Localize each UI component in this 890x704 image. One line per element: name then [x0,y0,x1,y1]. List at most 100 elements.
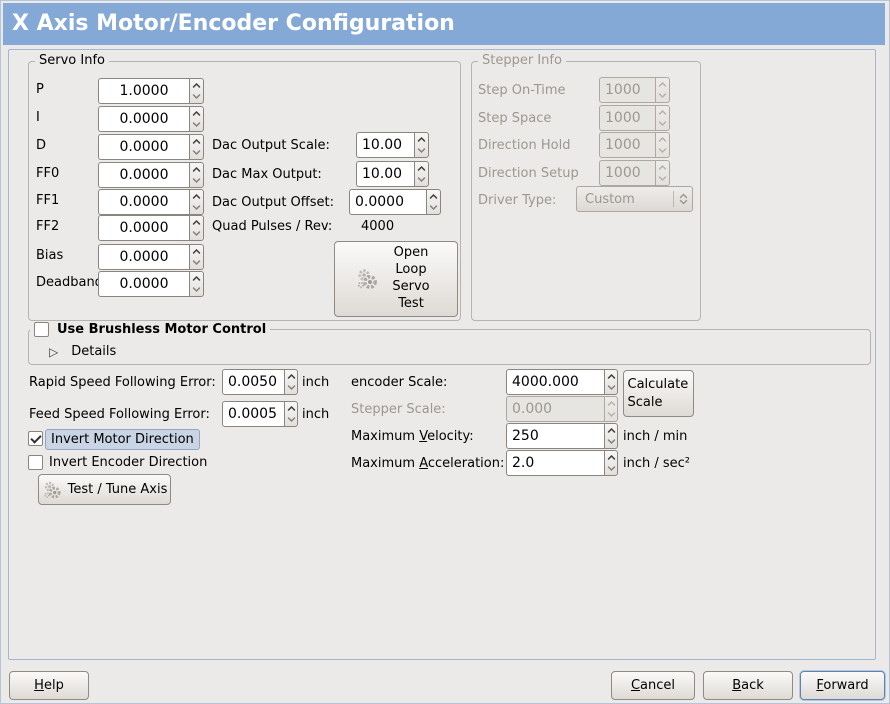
quad-pulses-label: Quad Pulses / Rev: [212,219,333,234]
direction-setup-input [599,160,655,186]
deadband-input[interactable] [98,271,189,297]
servo-info-frame-label: Servo Info [35,53,109,68]
invert-encoder-direction-checkbox[interactable] [28,455,43,470]
dac-output-offset-label: Dac Output Offset: [212,195,334,210]
back-button[interactable]: Back [703,671,793,700]
feed-following-error-input[interactable] [222,401,284,427]
feed-following-error-spinbox[interactable] [222,401,298,427]
direction-hold-input [599,132,655,158]
encoder-scale-input[interactable] [506,369,604,395]
ff1-label: FF1 [36,193,60,208]
d-spinbox[interactable] [98,134,204,160]
p-input[interactable] [98,78,189,104]
dac-max-output-spin-buttons[interactable] [414,161,429,187]
test-tune-axis-button[interactable]: Test / Tune Axis [38,474,171,505]
step-space-spin-buttons [655,105,670,131]
invert-motor-direction-label[interactable]: Invert Motor Direction [45,429,200,450]
feed-following-error-label: Feed Speed Following Error: [29,407,210,422]
feed-following-error-unit: inch [302,407,330,422]
invert-motor-direction-checkbox[interactable] [28,431,43,446]
maximum-acceleration-input[interactable] [506,450,604,476]
dac-output-scale-spinbox[interactable] [356,132,429,158]
maximum-acceleration-spinbox[interactable] [506,450,618,476]
stepper-scale-spinbox [506,396,618,422]
ff1-spinbox[interactable] [98,189,204,215]
ff1-spin-buttons[interactable] [189,189,204,215]
step-on-time-spinbox [599,77,670,103]
d-spin-buttons[interactable] [189,134,204,160]
direction-setup-spinbox [599,160,670,186]
rapid-following-error-input[interactable] [222,369,284,395]
driver-type-label: Driver Type: [478,193,557,208]
step-space-label: Step Space [478,111,552,126]
cancel-button[interactable]: Cancel [611,671,695,700]
i-spinbox[interactable] [98,106,204,132]
deadband-spinbox[interactable] [98,271,204,297]
help-button-label: Help [34,678,64,693]
i-input[interactable] [98,106,189,132]
encoder-scale-spinbox[interactable] [506,369,618,395]
brushless-frame [28,329,871,365]
rapid-following-error-label: Rapid Speed Following Error: [29,375,216,390]
open-loop-servo-test-button[interactable]: Open Loop Servo Test [334,241,458,317]
step-on-time-input [599,77,655,103]
calculate-scale-button[interactable]: Calculate Scale [623,370,694,417]
deadband-spin-buttons[interactable] [189,271,204,297]
open-loop-servo-test-label: Open Loop Servo Test [392,245,430,311]
rapid-following-error-unit: inch [302,375,330,390]
dac-output-scale-input[interactable] [356,132,414,158]
ff2-spin-buttons[interactable] [189,215,204,241]
content-panel [8,49,876,660]
step-on-time-spin-buttons [655,77,670,103]
gears-icon [43,481,61,498]
forward-button-label: Forward [816,678,869,693]
ff1-input[interactable] [98,189,189,215]
ff2-input[interactable] [98,215,189,241]
maximum-velocity-spin-buttons[interactable] [604,423,618,449]
servo-info-frame: Servo Info [28,53,461,321]
maximum-velocity-input[interactable] [506,423,604,449]
dac-output-offset-spin-buttons[interactable] [426,189,441,215]
stepper-info-frame-label: Stepper Info [478,53,566,68]
p-spinbox[interactable] [98,78,204,104]
combo-arrows-icon [679,193,688,205]
p-spin-buttons[interactable] [189,78,204,104]
ff0-label: FF0 [36,166,60,181]
invert-encoder-direction-label[interactable]: Invert Encoder Direction [49,455,208,470]
test-tune-axis-label: Test / Tune Axis [67,482,168,497]
bias-spinbox[interactable] [98,244,204,270]
driver-type-combo: Custom [576,186,693,212]
brushless-label: Use Brushless Motor Control [57,322,267,337]
quad-pulses-value: 4000 [361,219,395,234]
back-button-label: Back [732,678,764,693]
bias-input[interactable] [98,244,189,270]
rapid-following-error-spinbox[interactable] [222,369,298,395]
dac-max-output-spinbox[interactable] [356,161,429,187]
maximum-acceleration-spin-buttons[interactable] [604,450,618,476]
ff0-input[interactable] [98,162,189,188]
help-button[interactable]: Help [9,671,89,700]
direction-setup-spin-buttons [655,160,670,186]
dac-max-output-input[interactable] [356,161,414,187]
encoder-scale-spin-buttons[interactable] [604,369,618,395]
bias-spin-buttons[interactable] [189,244,204,270]
dac-output-offset-input[interactable] [349,189,426,215]
rapid-following-error-spin-buttons[interactable] [284,369,298,395]
maximum-velocity-unit: inch / min [623,429,688,444]
ff0-spin-buttons[interactable] [189,162,204,188]
forward-button[interactable]: Forward [800,671,885,700]
p-label: P [36,82,44,97]
i-spin-buttons[interactable] [189,106,204,132]
details-expander[interactable]: ▷ Details [49,344,116,359]
dac-output-scale-spin-buttons[interactable] [414,132,429,158]
feed-following-error-spin-buttons[interactable] [284,401,298,427]
ff2-spinbox[interactable] [98,215,204,241]
d-input[interactable] [98,134,189,160]
brushless-checkbox-row[interactable]: Use Brushless Motor Control [30,322,271,337]
dac-output-offset-spinbox[interactable] [349,189,441,215]
ff0-spinbox[interactable] [98,162,204,188]
maximum-velocity-spinbox[interactable] [506,423,618,449]
details-label: Details [71,344,117,359]
brushless-checkbox[interactable] [34,322,49,337]
stepper-scale-label: Stepper Scale: [351,402,446,417]
